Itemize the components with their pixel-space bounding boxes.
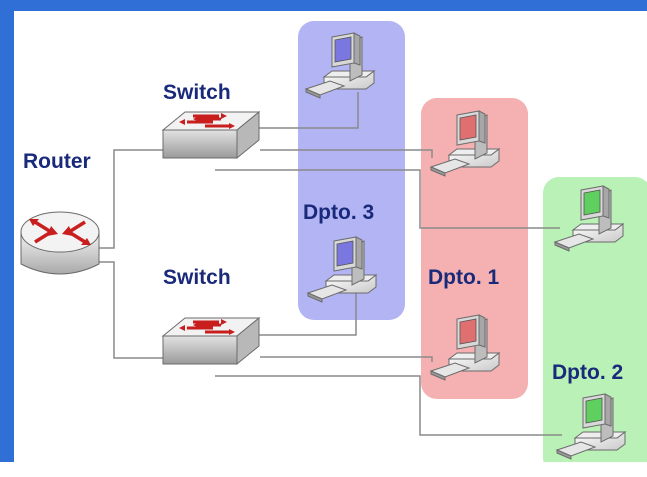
dept1-zone	[421, 98, 528, 399]
router-label: Router	[23, 150, 91, 173]
frame-bottom-margin	[0, 462, 647, 477]
dept2-zone	[543, 177, 647, 474]
connection-lines	[98, 92, 562, 436]
switch-top-label: Switch	[163, 81, 231, 104]
frame-left-border	[0, 0, 14, 462]
router-icon	[20, 211, 100, 275]
dept2-label: Dpto. 2	[552, 361, 623, 384]
dept1-label: Dpto. 1	[428, 266, 499, 289]
frame-top-border	[0, 0, 647, 11]
switch-icon-top	[161, 110, 261, 160]
switch-icon-bottom	[161, 316, 261, 366]
dept3-label: Dpto. 3	[303, 201, 374, 224]
switch-bottom-label: Switch	[163, 266, 231, 289]
